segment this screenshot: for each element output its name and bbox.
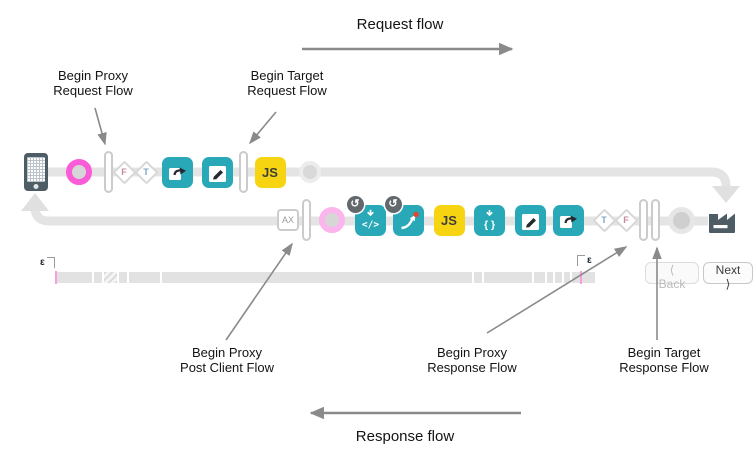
timeline-segment: [534, 272, 545, 283]
epsilon-label: ε: [587, 255, 592, 266]
factory-glyph: [709, 213, 735, 233]
pencil-glyph: [521, 213, 539, 230]
begin-target-request-flow-marker[interactable]: [238, 151, 248, 193]
timeline-segment: [162, 272, 472, 283]
svg-text:{ }: { }: [483, 219, 494, 231]
diamond-letter: T: [601, 215, 607, 225]
repeat-badge-icon: ↺: [346, 195, 364, 213]
begin-target-request-flow-arrow: [248, 111, 277, 145]
begin-target-response-flow-label: Begin Target Response Flow: [619, 345, 709, 376]
request-flow-label: Request flow: [356, 16, 444, 33]
timeline-segment: [555, 272, 562, 283]
begin-proxy-response-flow-label: Begin Proxy Response Flow: [427, 345, 517, 376]
service-callout-policy-icon[interactable]: [552, 204, 584, 236]
timeline-segment: [474, 272, 482, 283]
next-button[interactable]: Next ⟩: [703, 262, 753, 291]
timeline-segment: [129, 272, 160, 283]
step-circle[interactable]: [299, 161, 321, 183]
response-flow-up-arrow: [21, 193, 49, 211]
bracket-icon: [46, 257, 55, 268]
timeline-segment: [547, 272, 553, 283]
begin-proxy-post-client-flow-marker[interactable]: [301, 199, 311, 241]
phone-home-button: [33, 183, 39, 189]
service-callout-policy-icon[interactable]: [161, 156, 193, 188]
javascript-policy-icon[interactable]: JS: [254, 156, 286, 188]
repeat-badge-icon: ↺: [384, 195, 402, 213]
route-policy-icon[interactable]: ↺: [384, 195, 424, 236]
xml-policy-icon[interactable]: </> ↺: [346, 195, 386, 236]
epsilon-label: ε: [40, 257, 45, 268]
begin-target-request-flow-label: Begin Target Request Flow: [247, 68, 327, 99]
response-marker[interactable]: [319, 207, 345, 233]
begin-proxy-request-flow-label: Begin Proxy Request Flow: [53, 68, 133, 99]
assign-message-policy-icon[interactable]: [514, 204, 546, 236]
diamond-letter: T: [143, 167, 149, 177]
request-flow-down-arrow: [712, 186, 740, 203]
condition-false-diamond[interactable]: F: [111, 159, 137, 185]
braces-glyph: { }: [483, 209, 495, 231]
timeline-left-epsilon-marker: ε: [40, 257, 55, 268]
extract-variables-policy-icon[interactable]: { }: [473, 204, 505, 236]
condition-true-diamond[interactable]: T: [591, 207, 617, 233]
timeline-segment: [56, 272, 92, 283]
callout-glyph: [559, 215, 577, 228]
timeline-segment: [484, 272, 532, 283]
analytics-step[interactable]: AX: [277, 209, 299, 231]
pencil-glyph: [208, 165, 226, 182]
condition-false-diamond[interactable]: F: [613, 207, 639, 233]
assign-message-policy-icon[interactable]: [201, 156, 233, 188]
timeline-right-epsilon-marker: ε: [577, 255, 592, 266]
javascript-policy-icon[interactable]: JS: [433, 204, 465, 236]
timeline-segment: [94, 272, 102, 283]
timeline-segment-hatched: [104, 272, 117, 283]
timeline-cursor-tick: [580, 271, 582, 284]
begin-target-response-flow-marker[interactable]: [650, 199, 660, 241]
client-app-icon[interactable]: [24, 153, 48, 191]
begin-proxy-response-flow-marker[interactable]: [638, 199, 648, 241]
phone-screen: [27, 157, 45, 182]
diamond-letter: F: [623, 215, 629, 225]
bracket-icon: [577, 255, 585, 266]
begin-proxy-request-flow-arrow: [94, 107, 107, 146]
begin-proxy-post-client-flow-label: Begin Proxy Post Client Flow: [180, 345, 274, 376]
response-flow-label: Response flow: [355, 428, 455, 445]
begin-proxy-post-client-flow-arrow: [225, 242, 293, 341]
condition-true-diamond[interactable]: T: [133, 159, 159, 185]
timeline-segment: [564, 272, 570, 283]
elapsed-time-bar: [56, 272, 596, 283]
begin-proxy-response-flow-arrow: [486, 246, 628, 334]
begin-proxy-request-flow-marker[interactable]: [103, 151, 113, 193]
timeline-cursor-tick: [55, 271, 57, 284]
request-start-marker[interactable]: [66, 159, 92, 185]
diamond-letter: F: [121, 167, 127, 177]
back-button[interactable]: ⟨ Back: [645, 262, 699, 291]
svg-text:</>: </>: [361, 219, 378, 230]
timeline-segment: [572, 272, 595, 283]
step-circle[interactable]: [667, 206, 695, 234]
timeline-segment: [119, 272, 127, 283]
target-backend-icon[interactable]: [707, 207, 737, 238]
callout-glyph: [168, 167, 186, 180]
